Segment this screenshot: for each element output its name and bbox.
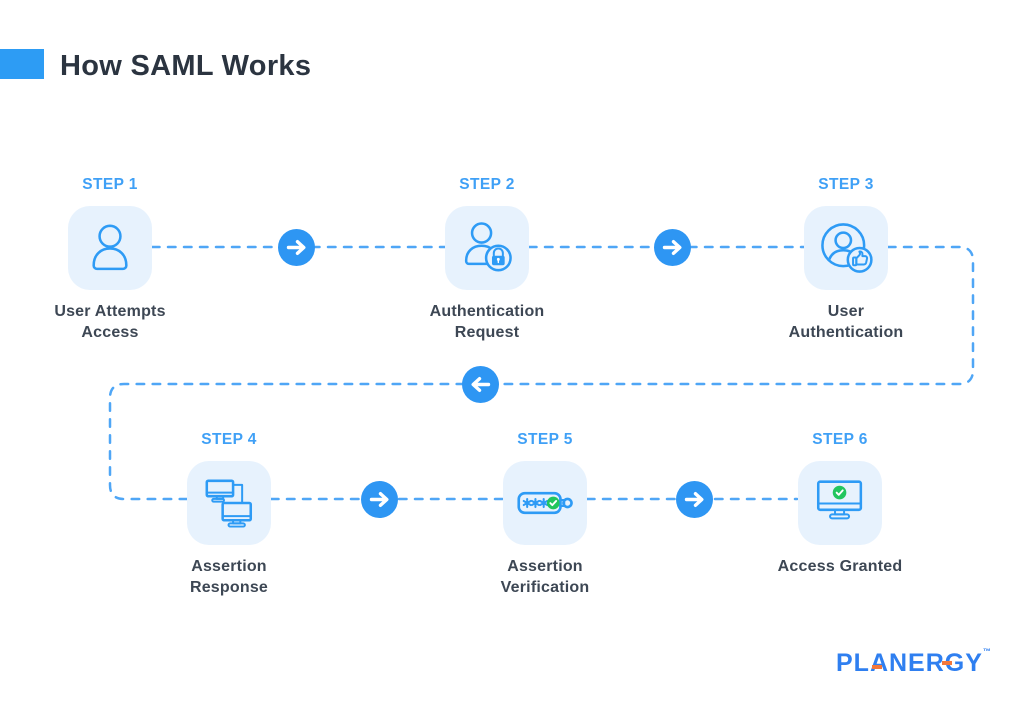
right-arrow-icon <box>662 240 682 255</box>
step-2-icon-box <box>445 206 529 290</box>
logo-orange-accent-a <box>872 665 882 669</box>
flow-arrow-4 <box>676 481 713 518</box>
left-arrow-icon <box>471 377 491 392</box>
logo-orange-accent-g <box>942 660 952 665</box>
flow-arrow-return <box>462 366 499 403</box>
right-arrow-icon <box>684 492 704 507</box>
password-verified-icon <box>517 491 573 515</box>
step-6: STEP 6 Access Granted <box>755 431 925 577</box>
step-4-icon-box <box>187 461 271 545</box>
computers-connected-icon <box>205 479 253 528</box>
step-5-label: STEP 5 <box>517 431 573 448</box>
user-lock-icon <box>464 222 512 272</box>
logo-text: PLANERGY <box>836 649 983 677</box>
step-6-caption: Access Granted <box>777 558 903 575</box>
user-icon <box>92 224 128 271</box>
step-3-caption: User Authentication <box>788 303 904 341</box>
flow-arrow-2 <box>654 229 691 266</box>
step-4: STEP 4 Assertion Response <box>144 431 314 598</box>
right-arrow-icon <box>286 240 306 255</box>
step-1: STEP 1 User Attempts Access <box>25 176 195 343</box>
step-1-label: STEP 1 <box>82 176 138 193</box>
title-accent-bar <box>0 49 44 79</box>
step-1-icon-box <box>68 206 152 290</box>
user-approved-icon <box>821 223 873 273</box>
step-3-icon-box <box>804 206 888 290</box>
flow-arrow-3 <box>361 481 398 518</box>
step-2-caption: Authentication Request <box>429 303 545 341</box>
logo-trademark: ™ <box>982 647 991 656</box>
step-6-icon-box <box>798 461 882 545</box>
step-1-caption: User Attempts Access <box>54 303 166 341</box>
flow-arrow-1 <box>278 229 315 266</box>
step-4-label: STEP 4 <box>201 431 257 448</box>
step-2-label: STEP 2 <box>459 176 515 193</box>
right-arrow-icon <box>369 492 389 507</box>
step-5: STEP 5 Assertion Verification <box>460 431 630 598</box>
monitor-check-icon <box>816 480 863 520</box>
step-5-caption: Assertion Verification <box>500 558 590 596</box>
step-5-icon-box <box>503 461 587 545</box>
step-2: STEP 2 Authentication Request <box>402 176 572 343</box>
step-3-label: STEP 3 <box>818 176 874 193</box>
step-4-caption: Assertion Response <box>189 558 269 596</box>
step-3: STEP 3 User Authentication <box>761 176 931 343</box>
planergy-logo: PLANERGY™ <box>836 647 991 678</box>
step-6-label: STEP 6 <box>812 431 868 448</box>
page-title: How SAML Works <box>60 50 312 82</box>
